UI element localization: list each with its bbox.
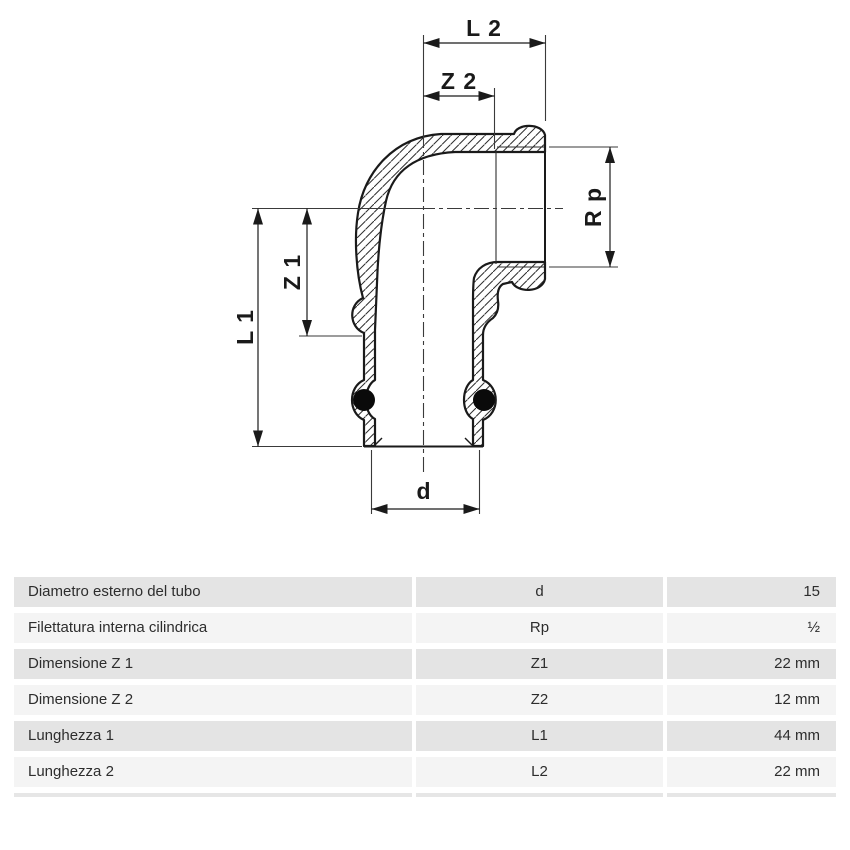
dimension-d: d	[371, 478, 480, 514]
arrow-left-icon	[423, 91, 440, 101]
spec-name: Dimensione Z 2	[14, 685, 412, 715]
arrow-up-icon	[302, 208, 312, 225]
oring-left	[353, 389, 375, 411]
arrow-down-icon	[302, 320, 312, 336]
chamfer-line	[374, 437, 383, 446]
spec-code: L2	[416, 757, 663, 787]
centerlines	[252, 35, 563, 472]
table-row: Lunghezza 1 L1 44 mm	[14, 721, 836, 751]
table-row-partial	[14, 793, 836, 797]
label-d: d	[416, 478, 431, 504]
dimension-z2: Z 2	[423, 68, 495, 101]
arrow-left-icon	[371, 504, 388, 514]
spec-value	[667, 793, 836, 797]
table-row: Dimensione Z 2 Z2 12 mm	[14, 685, 836, 715]
table-row: Diametro esterno del tubo d 15	[14, 577, 836, 607]
elbow-fitting-drawing: L 2 Z 2 R p Z 1 L 1	[232, 15, 618, 514]
chamfer-line	[464, 437, 473, 446]
dimension-z1: Z 1	[279, 208, 312, 336]
arrow-right-icon	[463, 504, 480, 514]
spec-code: Rp	[416, 613, 663, 643]
extension-lines	[252, 35, 618, 514]
spec-name: Dimensione Z 1	[14, 649, 412, 679]
spec-value: 15	[667, 577, 836, 607]
spec-name	[14, 793, 412, 797]
spec-code: Z2	[416, 685, 663, 715]
arrow-right-icon	[478, 91, 495, 101]
fitting-section	[350, 124, 547, 448]
table-row: Lunghezza 2 L2 22 mm	[14, 757, 836, 787]
arrow-up-icon	[253, 208, 263, 225]
spec-table: Diametro esterno del tubo d 15 Filettatu…	[14, 577, 836, 797]
spec-value: 22 mm	[667, 757, 836, 787]
spec-value: ½	[667, 613, 836, 643]
arrow-down-icon	[253, 430, 263, 447]
label-l2: L 2	[466, 15, 502, 41]
spec-code: d	[416, 577, 663, 607]
arrow-left-icon	[423, 38, 440, 48]
spec-name: Diametro esterno del tubo	[14, 577, 412, 607]
dimension-l1: L 1	[232, 208, 263, 447]
fitting-wall-lower	[462, 260, 547, 448]
spec-value: 44 mm	[667, 721, 836, 751]
spec-value: 12 mm	[667, 685, 836, 715]
table-row: Filettatura interna cilindrica Rp ½	[14, 613, 836, 643]
dimension-l2: L 2	[423, 15, 546, 48]
spec-name: Lunghezza 1	[14, 721, 412, 751]
label-l1: L 1	[232, 309, 258, 345]
spec-value: 22 mm	[667, 649, 836, 679]
spec-name: Filettatura interna cilindrica	[14, 613, 412, 643]
table-row: Dimensione Z 1 Z1 22 mm	[14, 649, 836, 679]
spec-code: L1	[416, 721, 663, 751]
arrow-right-icon	[529, 38, 546, 48]
spec-code	[416, 793, 663, 797]
arrow-up-icon	[605, 147, 615, 163]
oring-right	[473, 389, 495, 411]
label-z2: Z 2	[441, 68, 477, 94]
arrow-down-icon	[605, 251, 615, 267]
fitting-wall-upper	[350, 124, 547, 448]
spec-code: Z1	[416, 649, 663, 679]
dimension-rp: R p	[580, 147, 615, 267]
label-rp: R p	[580, 187, 606, 227]
label-z1: Z 1	[279, 254, 305, 290]
spec-name: Lunghezza 2	[14, 757, 412, 787]
